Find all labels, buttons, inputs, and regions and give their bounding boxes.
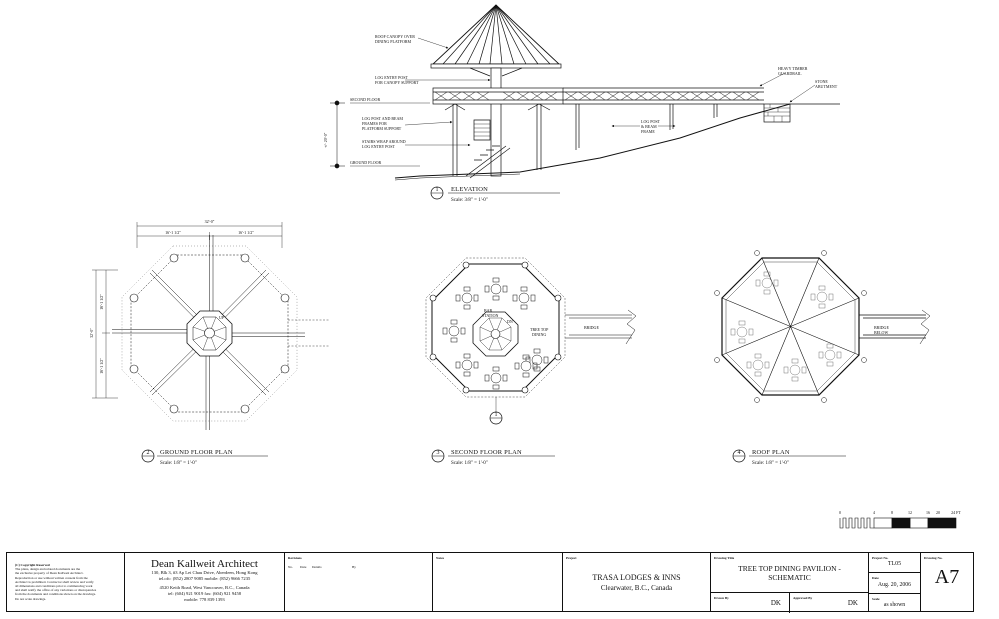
second-floor-plan [425,257,637,412]
svg-text:8: 8 [891,510,893,515]
project-meta-cell: Project No. TL05 Date Aug. 20, 2006 Scal… [869,553,921,611]
svg-text:Scale: 1/8" = 1'-0": Scale: 1/8" = 1'-0" [160,461,197,466]
dim-half-right: 16'-1 1/2" [238,230,254,235]
svg-text:1: 1 [495,412,498,418]
svg-text:DINING PLATFORM: DINING PLATFORM [375,39,412,44]
svg-text:24 FT: 24 FT [951,510,961,515]
drawing-date: Aug. 20, 2006 [877,582,912,588]
ground-plan-labels: 32'-0" 16'-1 1/2" 16'-1 1/2" 32'-0" 16'-… [89,219,254,374]
dim-upper-half: 16'-1 1/2" [99,294,104,310]
label-dn: DN [507,319,513,324]
label-tree-top-dining: TREE TOP [530,327,549,332]
approved-by: DK [847,599,858,607]
drawing-number: A7 [934,566,960,588]
label-stairs: STAIRS WRAP AROUND [362,139,406,144]
guardrail [434,91,558,101]
elevation-labels: ROOF CANOPY OVER DINING PLATFORM LOG ENT… [323,34,838,165]
svg-text:& BEAM: & BEAM [641,124,657,129]
label-bridge-below: BRIDGE [874,325,889,330]
svg-text:20: 20 [936,510,940,515]
elevation-view [330,4,840,181]
label-log-entry-post: LOG ENTRY POST [375,75,409,80]
svg-text:BELOW: BELOW [874,330,888,335]
label-bar-station: BAR [484,308,493,313]
bridge-plan [565,309,637,345]
dim-overall-height: 32'-0" [89,328,94,338]
label-height-dim: +/- 20'-0" [323,132,328,148]
title-block: (C) Copyright Reserved The plans, design… [6,552,974,613]
svg-text:0: 0 [839,510,841,515]
svg-text:Scale: 3/8" = 1'-0": Scale: 3/8" = 1'-0" [451,198,488,203]
ground-line [394,103,791,179]
drawing-title: TREE TOP DINING PAVILION - SCHEMATIC [738,564,841,582]
scale-bar-labels: 0 4 8 12 16 20 24 FT [839,510,961,515]
drawing-title-cell: Drawing Title TREE TOP DINING PAVILION -… [711,553,869,613]
label-bridge: BRIDGE [584,325,599,330]
drawing-number-cell: Drawing No. A7 [921,553,973,611]
stone-abutment [763,103,840,123]
architectural-drawing: ROOF CANOPY OVER DINING PLATFORM LOG ENT… [89,4,961,529]
second-plan-title: 3 SECOND FLOOR PLAN Scale: 1/8" = 1'-0" [431,449,555,466]
svg-text:16: 16 [926,510,930,515]
label-stone-abutment: STONE [815,79,828,84]
view-title-second-floor: SECOND FLOOR PLAN [451,449,522,456]
svg-text:FRAME: FRAME [641,129,655,134]
architect-info: Dean Kallweit Architect 130, Blk 3, #3 A… [125,553,285,611]
revisions-cell: Revisions No. Date Details By [285,553,433,611]
project-number: TL05 [887,561,902,567]
project-cell: Project TRASA LODGES & INNS Clearwater, … [563,553,711,611]
roof-plan-title: 4 ROOF PLAN Scale: 1/8" = 1'-0" [732,449,846,466]
ground-floor-plan [92,222,330,430]
svg-text:2: 2 [147,450,150,456]
label-log-post-beam: LOG POST AND BEAM [362,116,403,121]
svg-text:Scale: 1/8" = 1'-0": Scale: 1/8" = 1'-0" [752,461,789,466]
scale-bar [839,517,957,529]
label-roof-canopy: ROOF CANOPY OVER [375,34,415,39]
label-log-post-frame: LOG POST [641,119,661,124]
view-title-roof-plan: ROOF PLAN [752,449,790,456]
label-heavy-timber: HEAVY TIMBER [778,66,808,71]
dim-half-left: 16'-1 1/2" [165,230,181,235]
roof-plan-labels: BRIDGE BELOW [874,325,889,335]
svg-text:FOR CANOPY SUPPORT: FOR CANOPY SUPPORT [375,80,419,85]
svg-text:4: 4 [738,450,741,456]
drawing-scale: as shown [883,602,906,608]
svg-text:GUARDRAIL: GUARDRAIL [778,71,802,76]
dim-overall-width: 32'-0" [205,219,215,224]
svg-text:Scale: 1/8" = 1'-0": Scale: 1/8" = 1'-0" [451,461,488,466]
log-entry-post [490,67,502,177]
label-second-floor: SECOND FLOOR [350,97,380,102]
svg-text:4: 4 [873,510,875,515]
project-name: TRASA LODGES & INNS [592,573,681,582]
label-up: UP [219,315,225,320]
roof-canopy [430,4,562,77]
roof-plan [714,250,931,403]
firm-name: Dean Kallweit Architect [151,558,258,570]
svg-text:LOG ENTRY POST: LOG ENTRY POST [362,144,396,149]
svg-text:3: 3 [437,450,440,456]
dim-lower-half: 16'-1 1/2" [99,358,104,374]
project-location: Clearwater, B.C., Canada [600,584,673,592]
svg-text:STATION: STATION [482,313,498,318]
view-title-elevation: ELEVATION [451,186,488,193]
drawn-by: DK [770,599,781,607]
platform-supports [444,103,551,179]
svg-text:PLATFORM SUPPORT: PLATFORM SUPPORT [362,126,402,131]
svg-text:12: 12 [908,510,912,515]
svg-text:FRAMES FOR: FRAMES FOR [362,121,387,126]
svg-text:ABUTMENT: ABUTMENT [815,84,838,89]
svg-text:1: 1 [436,187,439,193]
elevation-title: 1 ELEVATION Scale: 3/8" = 1'-0" [430,186,560,203]
bridge-elevation [563,87,764,150]
ground-plan-title: 2 GROUND FLOOR PLAN Scale: 1/8" = 1'-0" [141,449,268,466]
second-plan-labels: BAR STATION DN TREE TOP DINING BRIDGE 1 [482,308,599,425]
dining-tables [442,277,549,390]
notes-cell: Notes [433,553,563,611]
label-ground-floor: GROUND FLOOR [350,160,382,165]
svg-text:DINING: DINING [532,332,546,337]
view-title-ground-floor: GROUND FLOOR PLAN [160,449,233,456]
copyright-notice: (C) Copyright Reserved The plans, design… [7,553,125,611]
